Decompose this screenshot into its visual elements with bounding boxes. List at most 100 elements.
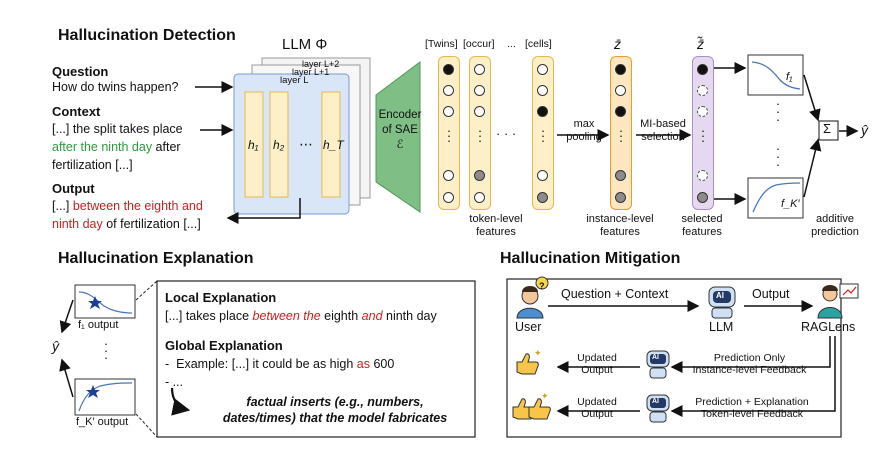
expl-y-hat: ŷ [52,338,59,354]
output-arrow [226,198,301,224]
max-pooling-label: max pooling [562,118,606,144]
expl-fK-to-y-arrow [59,358,74,398]
updated-output-2-line-2: Output [581,408,613,420]
llm-title: LLM Φ [282,36,328,53]
hidden-bar-T [321,91,341,198]
updated-output-1-line-2: Output [581,364,613,376]
f1-label: f₁ [786,71,793,83]
expl-star-2 [86,385,100,398]
f1-to-sum-arrow [803,74,821,122]
robot-ai-badge-1: AI [652,354,659,361]
context-label: Context [52,104,101,119]
additive-prediction-label: additive prediction [800,213,870,239]
prediction-only-text: Prediction Only [713,352,786,364]
encoder-trapezoid [375,61,421,213]
context-green-text: after the ninth day [52,140,153,154]
raglens-teacher-icon [817,283,859,319]
svg-text:✦: ✦ [541,391,549,401]
updated-output-1: Updated Output [562,352,632,376]
token-level-line-2: features [476,226,516,238]
updated-output-2: Updated Output [562,396,632,420]
global-dash: - [165,357,170,371]
output-red-2: ninth day [52,217,103,231]
instance-level-label: instance-level features [580,213,660,239]
hidden-bar-1 [244,91,264,198]
user-label: User [515,320,542,334]
global-dash-more: - ... [165,375,184,389]
fK-label: f_K′ [781,198,800,210]
output-text: [...] between the eighth and ninth day o… [52,197,203,233]
local-red-2: and [361,309,383,323]
additive-line-1: additive [816,213,854,225]
context-line-3: fertilization [...] [52,158,133,172]
max-pooling-line-1: max [573,118,595,130]
output-label: Output [52,181,95,196]
robot-ai-badge-2: AI [652,398,659,405]
output-line-2: ninth day of fertilization [...] [52,215,203,233]
fabricates-line-1: factual inserts (e.g., numbers, [246,395,424,409]
output-red-1: between the eighth and [72,199,203,213]
expl-fK-output: f_K′ output [76,416,129,428]
selected-label: selected features [670,213,734,239]
local-red-1: between the [252,309,321,323]
fabricates-text: factual inserts (e.g., numbers, dates/ti… [200,394,470,426]
local-prefix: [...] takes place [165,309,253,323]
question-label: Question [52,64,109,79]
question-context-label: Question + Context [561,287,669,301]
global-red: as [356,357,370,371]
local-mid: eighth [320,309,362,323]
global-end: 600 [369,357,395,371]
global-explanation-text: - Example: [...] it could be as high as … [165,355,394,373]
updated-output-2-line-1: Updated [577,396,617,408]
llm-robot-icon [708,286,736,319]
f-vdots-1: ··· [775,96,781,127]
global-explanation-title: Global Explanation [165,338,283,353]
selected-line-2: features [682,226,722,238]
layer-label-0: layer L [280,75,309,86]
expl-f1-output: f₁ output [78,319,119,331]
output-prefix: [...] [52,199,73,213]
f-vdots-2: ··· [775,141,781,172]
selected-line-1: selected [681,213,723,225]
local-explanation-title: Local Explanation [165,290,277,305]
layer-label-2: layer L+2 [302,59,340,69]
robot-icon-token [646,394,670,423]
hidden-label-1: h₁ [248,138,259,152]
hidden-label-2: h₂ [273,138,285,152]
hidden-bar-2 [269,91,289,198]
explanation-box [156,280,476,438]
token-header-occur: [occur] [463,38,495,50]
expl-f1-to-y-arrow [59,299,74,334]
thumbs-up-icon-2: ✦ [512,391,551,420]
context-text: [...] the split takes place after the ni… [52,120,183,174]
token-feedback-label: Prediction + Explanation Token-level Fee… [672,396,832,420]
output-line-1: [...] between the eighth and [52,197,203,215]
context-line-2: after the ninth day after [52,138,183,156]
instance-feedback-arrow [670,336,831,373]
hidden-label-dots: ⋯ [299,136,313,152]
sum-box [818,120,839,141]
fK-to-sum-arrow [803,138,822,198]
llm-label: LLM [709,320,734,334]
context-line-2-rest: after [152,140,181,154]
instance-level-line-1: instance-level [586,213,654,225]
y-hat-output: ŷ [861,122,868,138]
context-line-1: [...] the split takes place [52,122,183,136]
output-line-2-rest: of fertilization [...] [102,217,201,231]
mi-selection-label: MI-based selection [633,118,693,144]
max-pooling-line-2: pooling [566,131,602,143]
additive-line-2: prediction [811,226,859,238]
z-tilde-bar-label: z̄̃ [697,36,704,52]
output-arrow-label: Output [752,287,790,301]
robot-icon-instance [646,350,670,379]
token-header-dots: ... [507,38,516,50]
encoder-line-1: Encoder [378,109,422,121]
expl-star-1 [88,296,102,309]
global-prefix: Example: [...] it could be as high [176,357,357,371]
encoder-line-3: ℰ [396,139,404,151]
thumbs-up-icon-1: ✦ [516,348,542,375]
expl-dash-bottom [135,413,158,438]
hidden-label-T: h_T [323,138,344,152]
token-level-label: token-level features [456,213,536,239]
